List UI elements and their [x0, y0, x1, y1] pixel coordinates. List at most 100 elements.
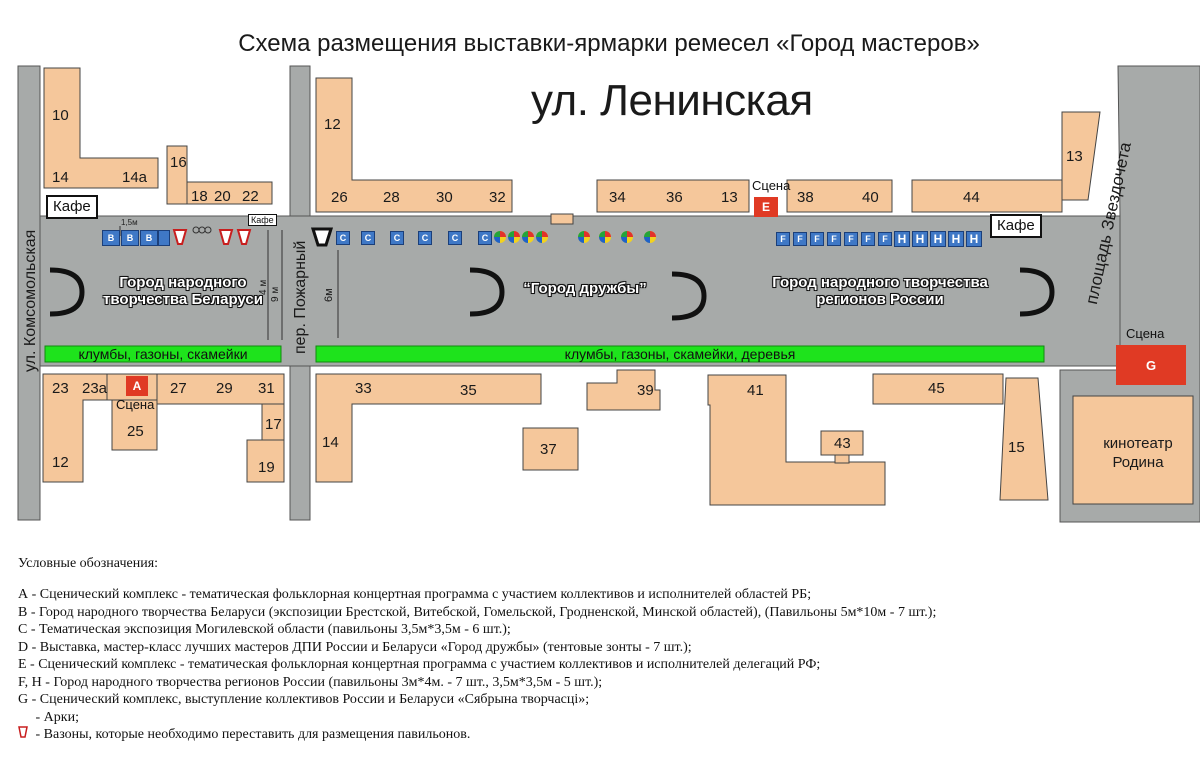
- legend-heading: Условные обозначения:: [18, 556, 159, 571]
- building-27-31: [156, 373, 285, 405]
- building-12-north: [315, 77, 513, 213]
- building-39: [586, 369, 661, 411]
- arch-1: [49, 267, 85, 317]
- legend-vase-label: - Вазоны, которые необходимо переставить…: [35, 727, 471, 742]
- cafe-box: Кафе: [990, 214, 1042, 238]
- building-34-36: [596, 179, 750, 213]
- building-10-14: [43, 67, 159, 189]
- pavilion-f: F: [776, 232, 790, 246]
- building-43-stem: [834, 454, 850, 464]
- building-number: 35: [460, 382, 477, 399]
- building-number: 25: [127, 423, 144, 440]
- building-44: [911, 179, 1063, 213]
- building-number: 23: [52, 380, 69, 397]
- building-number: 43: [834, 435, 851, 452]
- legend-item: F, H - Город народного творчества регион…: [18, 674, 603, 690]
- zone-belarus: Город народного творчества Беларуси: [103, 274, 263, 308]
- buildings: [42, 67, 1194, 506]
- building-41: [707, 374, 886, 506]
- building-18-22: [186, 181, 273, 205]
- umbrella: [599, 231, 611, 243]
- dimension-4m: 4 м: [258, 279, 269, 295]
- building-number: 27: [170, 380, 187, 397]
- legend-item: G - Сценический комплекс, выступление ко…: [18, 692, 590, 707]
- cafe-box: Кафе: [46, 195, 98, 219]
- pavilion-h: H: [966, 231, 982, 247]
- legend-vase-row: - Вазоны, которые необходимо переставить…: [18, 726, 1198, 744]
- building-number: 20: [214, 188, 231, 205]
- building-25: [111, 399, 158, 451]
- zone-russia: Город народного творчества регионов Росс…: [772, 274, 988, 308]
- umbrella: [621, 231, 633, 243]
- building-number: 45: [928, 380, 945, 397]
- building-number: 17: [265, 416, 282, 433]
- pavilion-f: F: [878, 232, 892, 246]
- building-number: 19: [258, 459, 275, 476]
- vases: [172, 229, 252, 245]
- building-number: 14: [322, 434, 339, 451]
- umbrella: [508, 231, 520, 243]
- building-number: 41: [747, 382, 764, 399]
- pavilion-f: F: [793, 232, 807, 246]
- building-number: 14а: [122, 169, 148, 186]
- legend-item: А - Сценический комплекс - тематическая …: [18, 587, 812, 602]
- building-16: [166, 145, 188, 205]
- arches: [49, 267, 1055, 321]
- building-19: [246, 439, 285, 483]
- building-number: 32: [489, 189, 506, 206]
- dimension-9m: 9 м: [270, 286, 281, 302]
- green-label-left: клумбы, газоны, скамейки: [78, 346, 248, 362]
- building-number: 12: [52, 454, 69, 471]
- umbrella: [494, 231, 506, 243]
- building-number: 39: [637, 382, 654, 399]
- vase-black: [310, 227, 334, 247]
- building-number: 34: [609, 189, 626, 206]
- stage-g-label: Сцена: [1126, 326, 1165, 341]
- dimension-lines: [119, 226, 339, 340]
- street-komsomolskaya: ул. Комсомольская: [22, 229, 39, 372]
- cinema-label: кинотеатр Родина: [1103, 435, 1173, 471]
- umbrella: [536, 231, 548, 243]
- stage-g: G: [1116, 345, 1186, 385]
- building-33-35-14: [315, 373, 542, 483]
- building-number: 37: [540, 441, 557, 458]
- umbrellas-d: [494, 231, 656, 243]
- legend-item: В - Город народного творчества Беларуси …: [18, 604, 937, 620]
- building-number: 33: [355, 380, 372, 397]
- umbrella: [644, 231, 656, 243]
- dimension-6m: 6м: [323, 288, 335, 302]
- decor-circles: [192, 226, 212, 234]
- pavilion-c: C: [418, 231, 432, 245]
- arch-2: [469, 267, 505, 317]
- pavilion-h: H: [948, 231, 964, 247]
- pavilion-h: H: [930, 231, 946, 247]
- legend-arch-row: - Арки;: [18, 709, 1198, 727]
- legend: Условные обозначения: А - Сценический ко…: [18, 556, 1198, 744]
- building-number: 31: [258, 380, 275, 397]
- pavilion-b: B: [140, 230, 158, 246]
- building-15: [999, 377, 1049, 501]
- pavilion-f: F: [861, 232, 875, 246]
- green-label-right: клумбы, газоны, скамейки, деревья: [564, 346, 796, 362]
- building-number: 40: [862, 189, 879, 206]
- street-leninskaya: ул. Ленинская: [531, 76, 813, 125]
- legend-item: Е - Сценический комплекс - тематическая …: [18, 657, 821, 672]
- building-number: 44: [963, 189, 980, 206]
- pavilion-h: H: [912, 231, 928, 247]
- umbrella: [578, 231, 590, 243]
- pavilion-b: B: [121, 230, 139, 246]
- pavilion-f: F: [810, 232, 824, 246]
- legend-arch-label: - Арки;: [35, 709, 79, 725]
- pavilion-b: [158, 230, 170, 246]
- page-title: Схема размещения выставки-ярмарки ремесе…: [238, 30, 980, 57]
- pavilion-h: H: [894, 231, 910, 247]
- building-number: 12: [324, 116, 341, 133]
- building-number: 38: [797, 189, 814, 206]
- small-sign: [550, 213, 574, 225]
- pavilion-c: C: [361, 231, 375, 245]
- arch-4: [1019, 267, 1055, 317]
- umbrella: [522, 231, 534, 243]
- building-38-40: [786, 179, 893, 213]
- building-number: 18: [191, 188, 208, 205]
- dimension-1-5m: 1,5м: [121, 218, 138, 227]
